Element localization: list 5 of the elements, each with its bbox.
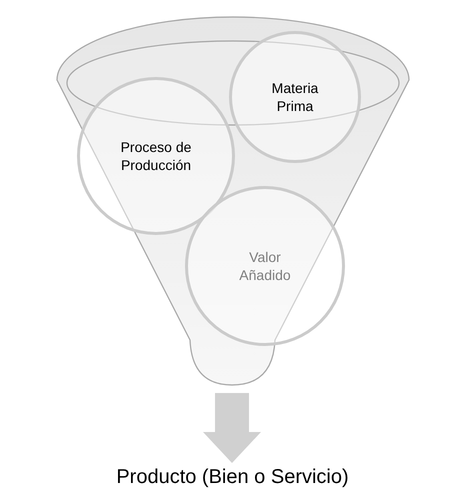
output-text: Producto (Bien o Servicio) xyxy=(116,466,349,488)
circle-node: Proceso de Producción xyxy=(77,77,235,235)
circle-node: Materia Prima xyxy=(229,31,361,163)
circle-node: Valor Añadido xyxy=(185,186,345,346)
block-arrow xyxy=(203,393,261,463)
